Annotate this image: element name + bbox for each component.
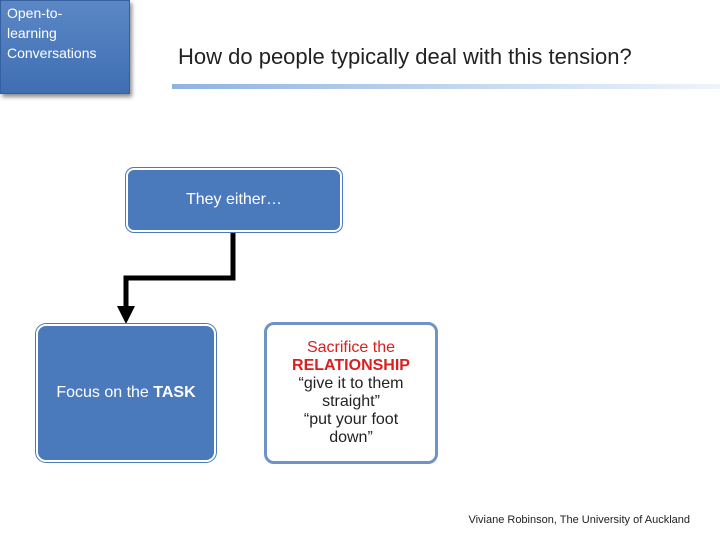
sacrifice-line-1: Sacrifice the [306,339,396,356]
box-they-either-label: They either… [185,191,283,208]
sacrifice-line-6: down” [329,429,373,446]
badge-line-1: Open-to- [7,5,63,21]
focus-prefix: Focus on the [56,384,154,401]
box-focus-task-label: Focus on the TASK [56,384,195,402]
title-underline [172,84,720,89]
sacrifice-line-5: “put your foot [303,411,399,428]
badge-line-2: learning [7,25,57,41]
box-sacrifice-relationship: Sacrifice the RELATIONSHIP “give it to t… [264,322,438,464]
box-they-either: They either… [126,168,342,232]
connector-line [123,232,236,308]
focus-task-word: TASK [153,384,196,401]
box-focus-task: Focus on the TASK [36,324,216,462]
section-badge: Open-to- learning Conversations [0,0,130,94]
slide-title: How do people typically deal with this t… [178,44,632,69]
footer-credit: Viviane Robinson, The University of Auck… [468,514,690,526]
arrowhead-down [117,306,135,324]
badge-line-3: Conversations [7,45,97,61]
sacrifice-line-4: straight” [322,393,380,410]
sacrifice-line-2: RELATIONSHIP [292,357,410,374]
sacrifice-line-3: “give it to them [298,375,404,392]
